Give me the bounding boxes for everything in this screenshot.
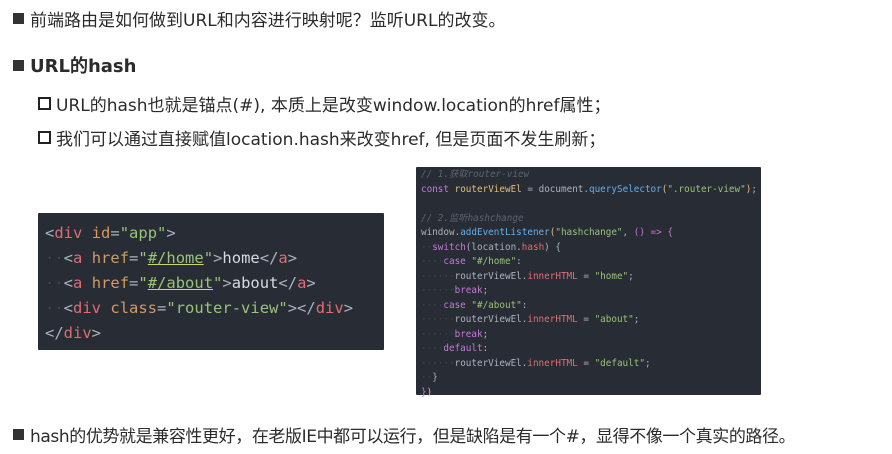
code-line: ····default: <box>421 343 489 354</box>
sub-bullet-text: URL的hash也就是锚点(#), 本质上是改变window.location的… <box>56 96 611 116</box>
code-line: ··<a href="#/about">about</a> <box>45 274 316 292</box>
sub-bullet-text: 我们可以通过直接赋值location.hash来改变href, 但是页面不发生刷… <box>56 130 606 150</box>
heading-text: URL的hash <box>30 56 137 77</box>
code-line: ······break; <box>421 285 489 296</box>
code-line: // 2.监听hashchange <box>421 212 524 224</box>
bullet-line-frontend-routing: 前端路由是如何做到URL和内容进行映射呢？监听URL的改变。 <box>13 6 505 31</box>
code-line: window.addEventListener("hashchange", ()… <box>421 227 673 238</box>
code-line: ··} <box>421 372 438 383</box>
sub-bullet-hash-anchor: URL的hash也就是锚点(#), 本质上是改变window.location的… <box>38 91 611 116</box>
code-line: ······break; <box>421 328 489 340</box>
hollow-square-bullet-icon <box>38 131 51 144</box>
code-line: </div> <box>45 324 102 342</box>
code-line: // 1.获取router-view <box>421 169 530 180</box>
square-bullet-icon <box>13 429 24 440</box>
code-line: ······routerViewEl.innerHTML = "default"… <box>421 357 651 369</box>
code-line: ··<div class="router-view"></div> <box>45 299 354 317</box>
code-line: ··switch(location.hash) { <box>421 241 561 253</box>
code-line: <div id="app"> <box>45 224 176 242</box>
js-code-block: // 1.获取router-view const routerViewEl = d… <box>416 167 761 398</box>
code-line: const routerViewEl = document.querySelec… <box>421 183 757 195</box>
square-bullet-icon <box>13 59 24 71</box>
code-line: }) <box>421 386 433 398</box>
code-line: ··<a href="#/home">home</a> <box>45 249 298 267</box>
bullet-line-hash-pros-cons: hash的优势就是兼容性更好，在老版IE中都可以运行，但是缺陷是有一个#，显得不… <box>13 422 796 447</box>
square-bullet-icon <box>13 13 24 24</box>
code-line: ······routerViewEl.innerHTML = "about"; <box>421 314 640 325</box>
code-line <box>421 197 761 212</box>
code-line: ····case "#/home": <box>421 256 522 267</box>
sub-bullet-assign-hash: 我们可以通过直接赋值location.hash来改变href, 但是页面不发生刷… <box>38 125 605 150</box>
pros-cons-text: hash的优势就是兼容性更好，在老版IE中都可以运行，但是缺陷是有一个#，显得不… <box>30 427 796 447</box>
html-code-block: <div id="app"> ··<a href="#/home">home</a… <box>38 213 384 350</box>
code-line: ····case "#/about": <box>421 299 528 311</box>
routing-question-text: 前端路由是如何做到URL和内容进行映射呢？监听URL的改变。 <box>30 11 506 31</box>
hollow-square-bullet-icon <box>38 97 51 110</box>
code-line: ······routerViewEl.innerHTML = "home"; <box>421 270 634 282</box>
section-heading: URL的hash <box>13 52 136 78</box>
